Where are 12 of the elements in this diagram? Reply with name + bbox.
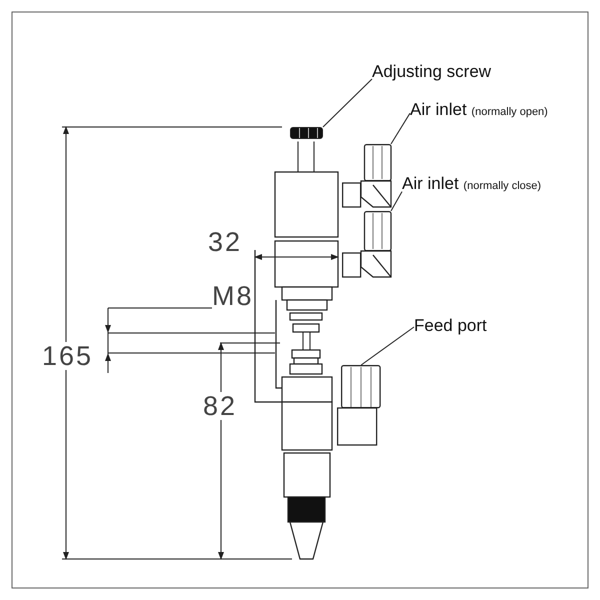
part-label: Feed port bbox=[414, 316, 487, 336]
leader-line bbox=[322, 78, 372, 128]
leader-line bbox=[390, 191, 402, 212]
part-label: Air inlet (normally close) bbox=[402, 174, 542, 196]
leader-line bbox=[390, 112, 410, 144]
fitting-part bbox=[337, 365, 381, 446]
elbow-fitting bbox=[342, 144, 392, 208]
elbow-fitting bbox=[342, 211, 392, 278]
adjusting-knob bbox=[290, 127, 323, 139]
part-label: Adjusting screw bbox=[372, 62, 492, 82]
part-label: Air inlet (normally open) bbox=[410, 100, 548, 122]
leader-line bbox=[360, 326, 414, 366]
